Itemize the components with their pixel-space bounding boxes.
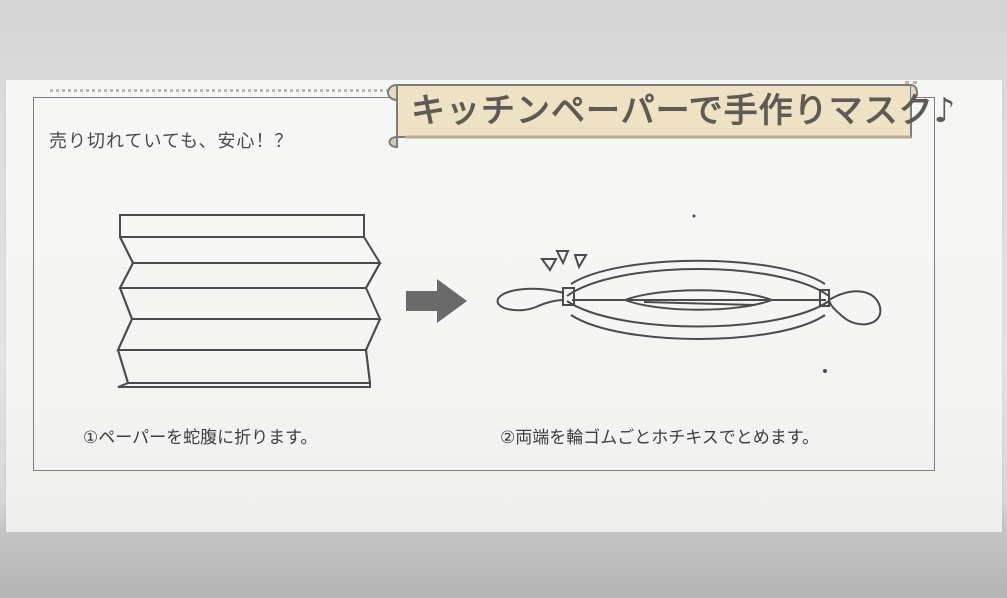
page-title: キッチンペーパーで手作りマスク♪ (411, 91, 957, 131)
table-surface (0, 532, 1007, 598)
banner-shape (387, 84, 918, 148)
step-1-caption: ①ペーパーを蛇腹に折ります。 (83, 428, 318, 448)
title-banner: キッチンペーパーで手作りマスク♪ (383, 80, 957, 148)
content-frame (33, 97, 935, 471)
cut-line (50, 89, 395, 92)
intro-text: 売り切れていても、安心！？ (49, 131, 294, 152)
cut-line-end (905, 81, 917, 84)
step-2-caption: ②両端を輪ゴムごとホチキスでとめます。 (500, 428, 820, 448)
